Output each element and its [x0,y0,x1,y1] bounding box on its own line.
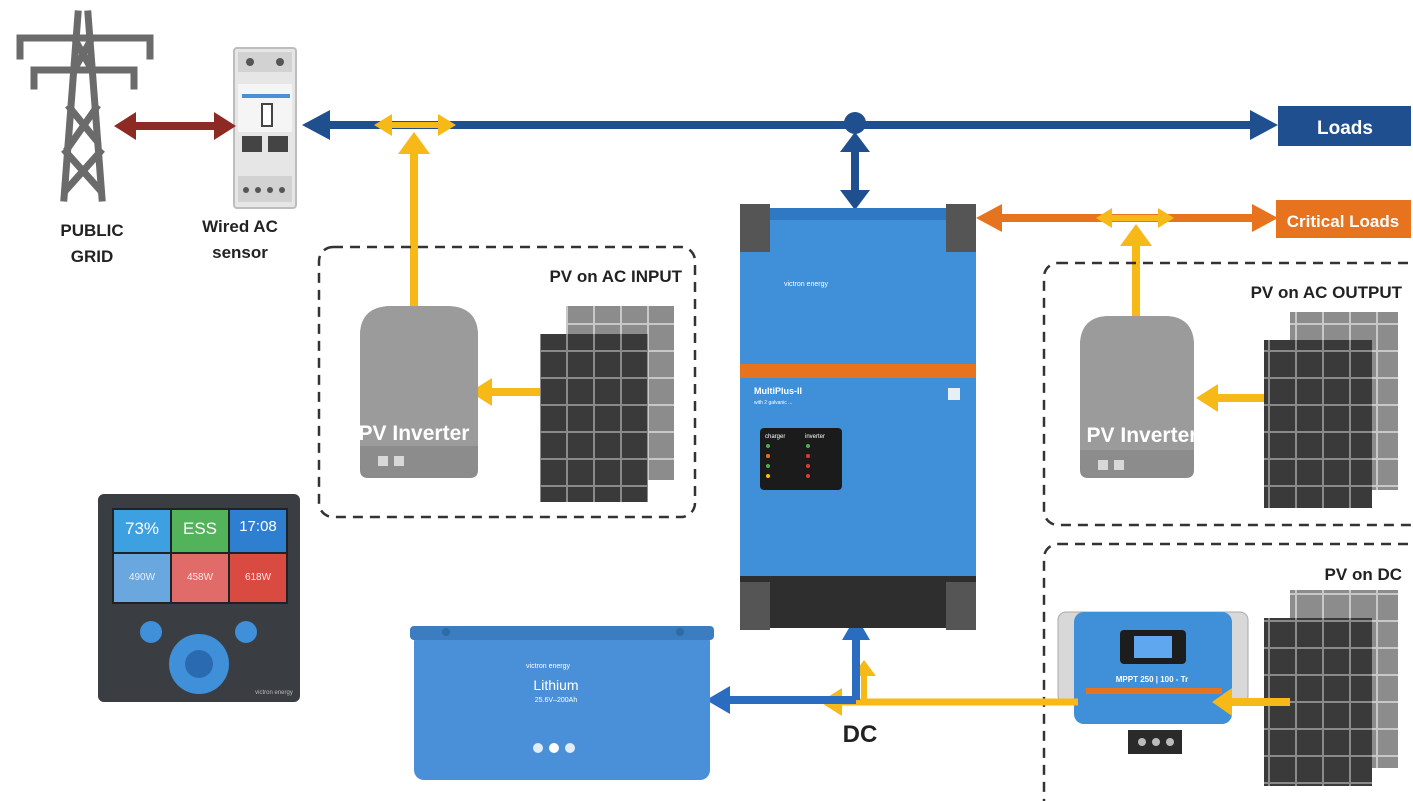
gx-tile-mode: ESS [183,519,217,538]
dc-label: DC [843,721,878,748]
wired-ac-sensor-label-line1: Wired AC [202,217,278,236]
lithium-battery-icon [410,626,714,780]
battery-name-label: Lithium [533,677,578,693]
ac-bus-line [302,110,1278,210]
pv-dc-label: PV on DC [1325,565,1402,584]
pv-inverter-ac-output-label: PV Inverter [1087,424,1198,447]
multiplus-brand-label: victron energy [784,281,828,288]
pv-inverter-ac-input-icon [360,306,478,478]
gx-tile-soc: 73% [125,519,159,538]
critical-loads-badge: Critical Loads [1276,200,1411,238]
loads-badge: Loads [1278,106,1411,146]
pv-ac-input-flow [374,114,540,406]
gx-tile-p1: 490W [129,572,156,583]
pv-ac-input-group [317,245,697,519]
pv-inverter-ac-input-label: PV Inverter [359,422,470,445]
mppt-charger-icon [1057,611,1249,754]
multiplus-inverter-header: inverter [805,434,825,440]
gx-tile-time: 17:08 [239,518,277,535]
pv-inverter-ac-output-icon [1080,316,1194,478]
gx-tile-p3: 618W [245,572,272,583]
grid-link-arrow [114,112,236,140]
public-grid-label-line2: GRID [71,247,114,266]
pv-ac-output-group [1042,261,1413,527]
critical-loads-label: Critical Loads [1287,212,1399,231]
multiplus-inverter-icon [740,204,976,630]
solar-panel-ac-input-icon [540,306,674,502]
pv-dc-group [1042,542,1413,801]
dc-bus-line [706,616,870,714]
pv-ac-input-label: PV on AC INPUT [549,267,682,286]
gx-touch-display-icon [98,494,300,702]
mppt-model-label: MPPT 250 | 100 - Tr [1116,675,1189,684]
gx-brand-footer: victron energy [255,690,293,696]
battery-brand-label: victron energy [526,663,570,670]
pv-ac-output-flow [1096,208,1288,412]
pv-ac-output-label: PV on AC OUTPUT [1251,283,1403,302]
loads-label: Loads [1317,118,1373,139]
multiplus-model-label: MultiPlus-II [754,386,802,396]
pylon-icon [16,10,154,202]
multiplus-charger-header: charger [765,434,785,440]
gx-tile-p2: 458W [187,572,214,583]
public-grid-label-line1: PUBLIC [60,221,123,240]
solar-panel-ac-output-icon [1264,312,1398,508]
wired-ac-sensor-icon [233,47,297,209]
multiplus-subtitle-label: with 2 galvanic ... [754,400,792,406]
battery-spec-label: 25.6V–200Ah [535,697,578,704]
solar-panel-dc-icon [1264,590,1398,786]
wired-ac-sensor-label-line2: sensor [212,243,268,262]
